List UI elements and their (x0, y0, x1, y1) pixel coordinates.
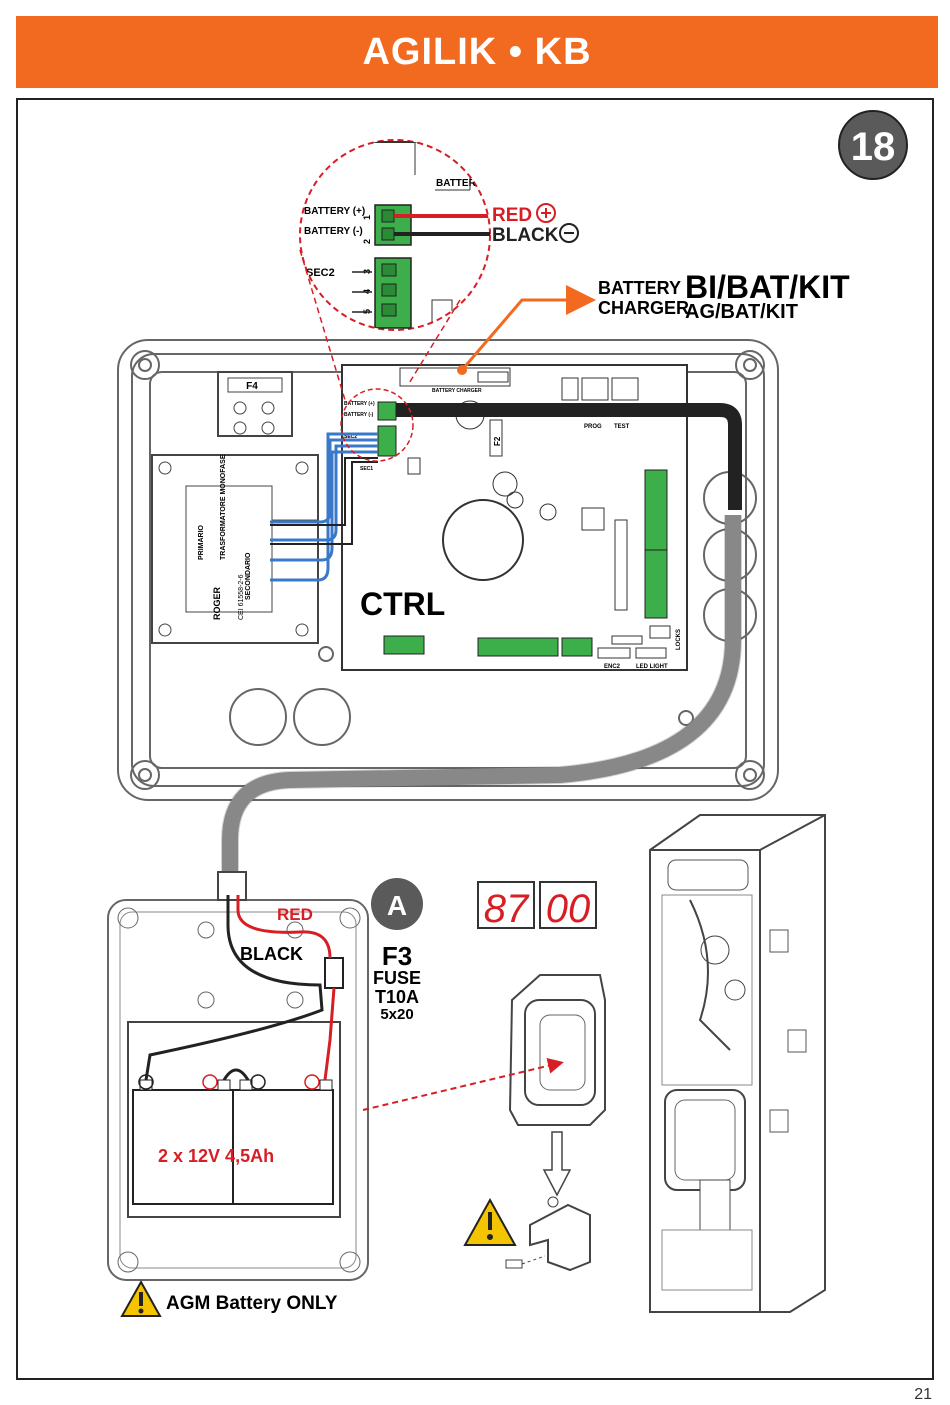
board-battery-minus: BATTERY (-) (344, 412, 374, 418)
zoom-detail: BATTER BATTERY (+) BATTERY (-) SEC2 1 2 … (299, 139, 491, 331)
step-badge: 18 (838, 110, 908, 180)
ctrl-label: CTRL (360, 586, 445, 622)
pin-1: 1 (362, 215, 372, 220)
zoom-battery-minus: BATTERY (-) (304, 226, 363, 237)
screw-icon (505, 1259, 523, 1269)
box-red-label: RED (277, 905, 313, 924)
zoom-battery-plus: BATTERY (+) (304, 206, 365, 217)
battery2-minus-icon (250, 1074, 266, 1090)
wire-black-label: BLACK (492, 225, 559, 246)
transformer-type-label: TRASFORMATORE MONOFASE (220, 454, 227, 560)
board-sec2-label: SEC2 (344, 434, 357, 440)
enc2-label: ENC2 (604, 664, 621, 670)
locks-label: LOCKS (676, 629, 682, 650)
agm-warning-text: AGM Battery ONLY (166, 1293, 338, 1314)
agm-warning: AGM Battery ONLY (120, 1279, 338, 1317)
fuse-callout: A F3 FUSE T10A 5x20 (371, 878, 423, 1023)
charger-kit-primary: BI/BAT/KIT (685, 269, 850, 305)
zoom-leader-right (407, 299, 461, 386)
fuse-size: 5x20 (380, 1006, 413, 1023)
wire-red-label: RED (492, 205, 532, 226)
zoom-source-circle (340, 388, 414, 462)
fuse-word: FUSE (373, 968, 421, 988)
battery1-plus-icon (202, 1074, 218, 1090)
battery-label: 2 x 12V 4,5Ah (158, 1146, 274, 1166)
warning-icon-bracket (463, 1197, 517, 1246)
display-right: 00 (546, 887, 591, 931)
charger-kit-secondary: AG/BAT/KIT (685, 301, 798, 323)
zoom-sec2-label: SEC2 (306, 267, 335, 279)
zoom-leader-left (299, 249, 346, 401)
bracket (529, 1203, 591, 1272)
board-battery-plus: BATTERY (+) (344, 401, 375, 407)
battery1-minus-icon (138, 1074, 154, 1090)
battery-box: 2 x 12V 4,5Ah RED BLACK (107, 871, 369, 1281)
gate-operator-column (649, 814, 826, 1313)
battery-cable-black (396, 403, 742, 510)
pin-2: 2 (362, 239, 372, 244)
seven-segment-display: 87 00 (477, 881, 597, 931)
f4-label: F4 (246, 381, 258, 392)
charger-line1: BATTERY (598, 278, 681, 298)
prog-label: PROG (584, 424, 602, 430)
fuse-id: F3 (382, 941, 412, 971)
transformer-brand: ROGER (212, 586, 222, 620)
battery2-plus-icon (304, 1074, 320, 1090)
transformer: PRIMARIO TRASFORMATORE MONOFASE SECONDAR… (151, 454, 319, 644)
board-battery-charger-label: BATTERY CHARGER (432, 388, 482, 394)
secondary-wires (270, 432, 378, 582)
diagram-frame (16, 98, 934, 1380)
marker-a: A (387, 890, 407, 921)
transformer-primary-label: PRIMARIO (198, 524, 205, 560)
battery-charger-callout: BATTERY CHARGER BI/BAT/KIT AG/BAT/KIT (457, 269, 850, 375)
f4-fuse-block: F4 (217, 371, 293, 437)
wire-legend: RED BLACK (492, 203, 579, 246)
battery-cable-sheath (222, 515, 741, 880)
battery-module (362, 974, 606, 1272)
led-light-label: LED LIGHT (636, 664, 668, 670)
down-arrow-icon (542, 1131, 572, 1197)
plus-icon (536, 203, 556, 223)
charger-line2: CHARGER (598, 298, 689, 318)
zoom-batter-label: BATTER (436, 178, 477, 189)
display-left: 87 (484, 887, 530, 931)
page-header: AGILIK • KB (16, 16, 938, 88)
page-title: AGILIK • KB (362, 30, 592, 73)
board-sec1-label: SEC1 (360, 466, 373, 472)
battery-cable-outline (221, 515, 742, 880)
page-number: 21 (914, 1386, 932, 1403)
transformer-secondary-label: SECONDARIO (245, 552, 252, 600)
transformer-code: CEI 61558-2-6 (238, 574, 245, 620)
minus-icon (559, 223, 579, 243)
f2-label: F2 (493, 436, 502, 446)
step-number: 18 (851, 125, 896, 169)
fuse-rating: T10A (375, 987, 419, 1007)
box-black-label: BLACK (240, 944, 303, 964)
test-label: TEST (614, 424, 630, 430)
